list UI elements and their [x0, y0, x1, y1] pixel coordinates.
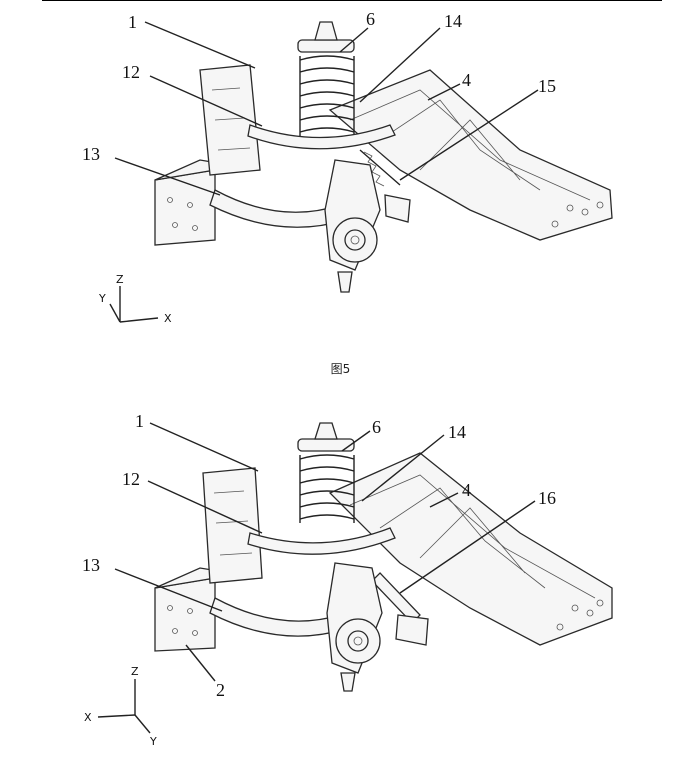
- callout-4: 4: [462, 480, 471, 500]
- coil-spring: [297, 21, 355, 136]
- lower-axis-triad: Z X Y: [84, 665, 157, 748]
- axis-x-label: X: [164, 312, 172, 325]
- callout-16: 16: [538, 488, 556, 508]
- upper-leader-lines: [114, 21, 539, 196]
- coil-spring: [297, 422, 355, 523]
- axis-y-label: Y: [98, 292, 106, 305]
- callout-1: 1: [128, 12, 137, 32]
- callout-4: 4: [462, 70, 471, 90]
- figure-caption: 图5: [330, 362, 351, 376]
- callout-12: 12: [122, 469, 140, 489]
- lower-assembly-illustration: [154, 422, 613, 692]
- lower-leader-lines: [114, 422, 536, 682]
- callout-14: 14: [448, 422, 466, 442]
- axis-z-label: Z: [131, 665, 139, 678]
- upper-axis-triad: Z Y X: [98, 273, 172, 325]
- top-rule: [42, 0, 662, 1]
- callout-6: 6: [366, 9, 375, 29]
- axis-y-label: Y: [149, 735, 157, 748]
- callout-1: 1: [135, 411, 144, 431]
- callout-15: 15: [538, 76, 556, 96]
- callout-2: 2: [216, 680, 225, 700]
- axis-x-label: X: [84, 711, 92, 724]
- axis-z-label: Z: [116, 273, 124, 286]
- callout-6: 6: [372, 417, 381, 437]
- callout-13: 13: [82, 144, 100, 164]
- callout-14: 14: [444, 11, 462, 31]
- callout-13: 13: [82, 555, 100, 575]
- upper-suspension-drawing: 1 6 14 12 4 15 13 Z Y X: [82, 9, 613, 325]
- callout-12: 12: [122, 62, 140, 82]
- lower-suspension-drawing: 1 6 14 12 4 16 13 2 Z X Y: [82, 411, 613, 748]
- upper-assembly-illustration: [154, 21, 613, 293]
